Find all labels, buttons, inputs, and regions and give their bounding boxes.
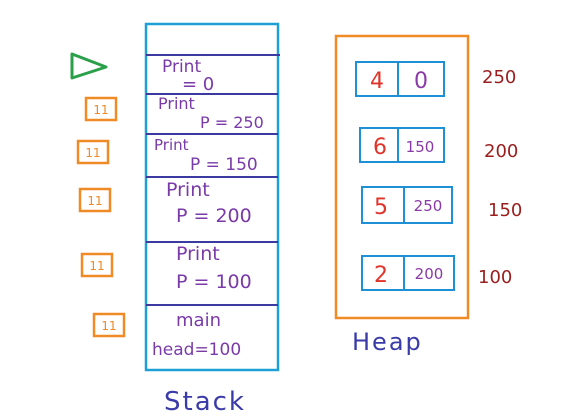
frame-value: = 0 (182, 74, 214, 95)
heap-node-3: 2 200 (361, 255, 455, 291)
play-triangle-icon (70, 52, 108, 80)
frame-value: P = 250 (200, 113, 264, 132)
address-label: 250 (482, 67, 516, 88)
address-label: 100 (478, 267, 512, 288)
node-next: 150 (406, 138, 435, 156)
node-data: 5 (374, 195, 388, 220)
return-marker-label: 11 (89, 259, 104, 273)
node-data: 6 (373, 135, 387, 160)
stack-label: Stack (164, 387, 246, 417)
node-next: 200 (415, 265, 444, 283)
frame-name: main (176, 310, 221, 331)
return-marker-4: 11 (80, 252, 114, 278)
frame-name: Print (176, 243, 220, 265)
heap-label: Heap (352, 328, 423, 356)
stack-frame-2: Print P = 150 (154, 136, 258, 175)
node-data: 2 (374, 263, 388, 288)
return-marker-2: 11 (76, 139, 110, 165)
node-data: 4 (370, 69, 384, 94)
frame-value: head=100 (152, 340, 241, 360)
frame-name: Print (166, 179, 210, 201)
frame-value: P = 100 (176, 271, 252, 293)
stack-frame-0: Print = 0 (162, 57, 214, 95)
frame-name: Print (158, 94, 195, 113)
stack-frame-4: Print P = 100 (176, 243, 252, 293)
frame-value: P = 200 (176, 205, 252, 227)
frame-name: Print (162, 57, 201, 77)
stack-frame-1: Print P = 250 (158, 94, 264, 132)
address-label: 200 (484, 141, 518, 162)
return-marker-5: 11 (92, 312, 126, 338)
frame-name: Print (154, 136, 189, 154)
address-label: 150 (488, 200, 522, 221)
heap-node-1: 6 150 (359, 127, 445, 163)
stack-frame-dividers (146, 54, 280, 306)
stack-frame-3: Print P = 200 (166, 179, 252, 227)
return-marker-1: 11 (84, 96, 118, 122)
return-marker-label: 11 (93, 103, 108, 117)
return-marker-label: 11 (101, 319, 116, 333)
heap-box (334, 34, 470, 320)
return-marker-3: 11 (78, 187, 112, 213)
node-next: 0 (414, 69, 428, 94)
heap-node-2: 5 250 (361, 186, 453, 224)
node-next: 250 (414, 197, 443, 215)
stack-box (144, 22, 280, 372)
frame-value: P = 150 (190, 155, 258, 175)
return-marker-label: 11 (85, 146, 100, 160)
heap-node-0: 4 0 (355, 61, 445, 97)
return-marker-label: 11 (87, 194, 102, 208)
stack-frame-5: main head=100 (152, 310, 241, 360)
